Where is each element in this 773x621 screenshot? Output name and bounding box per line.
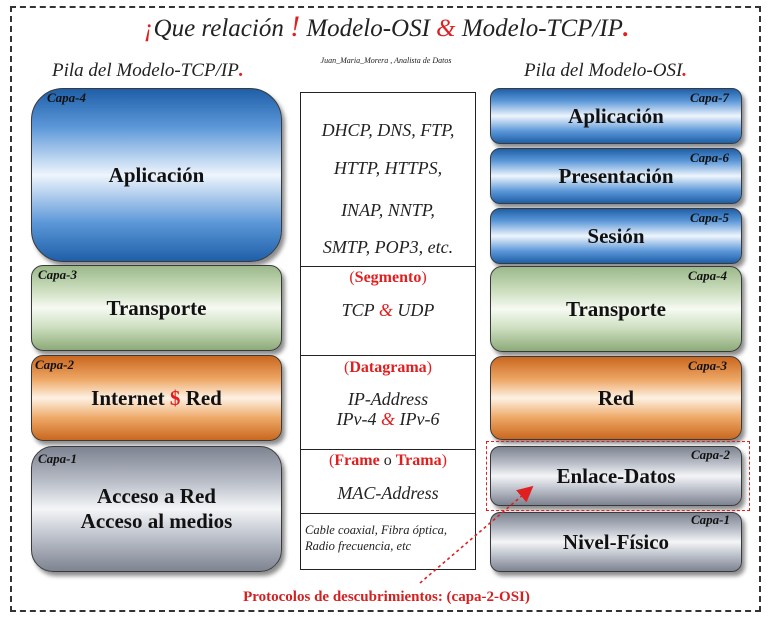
physical-media-line-1: Cable coaxial, Fibra óptica, <box>305 523 447 537</box>
osi-capa-6-label: Capa-6 <box>690 150 729 165</box>
osi-capa-5-label: Capa-5 <box>690 210 729 225</box>
osi-capa-7-label: Capa-7 <box>690 90 729 105</box>
dashed-frame <box>10 6 761 612</box>
separator <box>301 449 475 450</box>
osi-capa-3-label: Capa-3 <box>688 358 727 373</box>
osi-layer-session: Sesión <box>490 208 742 264</box>
osi-capa-2-label: Capa-2 <box>691 447 730 462</box>
transport-unit: (Segmento) <box>349 269 427 286</box>
discovery-protocols-note: Protocolos de descubrimientos: (capa-2-O… <box>243 589 530 605</box>
osi-layer-presentation: Presentación <box>490 148 742 204</box>
osi-capa-4-label: Capa-4 <box>688 268 727 283</box>
page-title: ¡Que relación ! Modelo-OSI & Modelo-TCP/… <box>143 10 630 43</box>
osi-layer-network: Red <box>490 356 742 440</box>
tcp-capa-2-label: Capa-2 <box>35 357 74 372</box>
separator <box>301 266 475 267</box>
osi-layer-physical: Nivel-Físico <box>490 512 742 572</box>
app-protocols-line-4: SMTP, POP3, etc. <box>322 237 454 257</box>
osi-layer-application: Aplicación <box>490 88 742 144</box>
link-unit: (Frame o Trama) <box>329 452 447 469</box>
osi-stack-title: Pila del Modelo-OSI. <box>524 60 688 81</box>
tcp-layer-transport: Transporte <box>31 265 282 351</box>
app-protocols-line-1: DHCP, DNS, FTP, <box>321 120 455 140</box>
tcp-capa-3-label: Capa-3 <box>38 267 77 282</box>
ip-address-label: IP-Address <box>347 389 429 409</box>
transport-protocols: TCP & UDP <box>341 300 435 320</box>
osi-layer-transport: Transporte <box>490 266 742 352</box>
tcp-stack-title: Pila del Modelo-TCP/IP. <box>52 60 244 81</box>
internet-unit: (Datagrama) <box>344 359 432 376</box>
tcp-layer-internet: Internet $ Red <box>31 355 282 441</box>
mac-address-label: MAC-Address <box>337 483 439 503</box>
osi-capa-1-label: Capa-1 <box>691 512 730 527</box>
ip-versions: IPv-4 & IPv-6 <box>336 409 440 429</box>
app-protocols-line-2: HTTP, HTTPS, <box>333 158 443 178</box>
tcp-layer-application: Aplicación <box>31 88 282 262</box>
data-link-highlight <box>486 441 750 511</box>
separator <box>301 355 475 356</box>
protocol-column: DHCP, DNS, FTP, HTTP, HTTPS, INAP, NNTP,… <box>300 92 476 570</box>
app-protocols-line-3: INAP, NNTP, <box>341 200 435 220</box>
author-credit: Juan_Maria_Morera , Analista de Datos <box>320 56 452 65</box>
physical-media-line-2: Radio frecuencia, etc <box>305 539 412 553</box>
tcp-capa-1-label: Capa-1 <box>38 451 77 466</box>
separator <box>301 513 475 514</box>
tcp-capa-4-label: Capa-4 <box>47 90 86 105</box>
